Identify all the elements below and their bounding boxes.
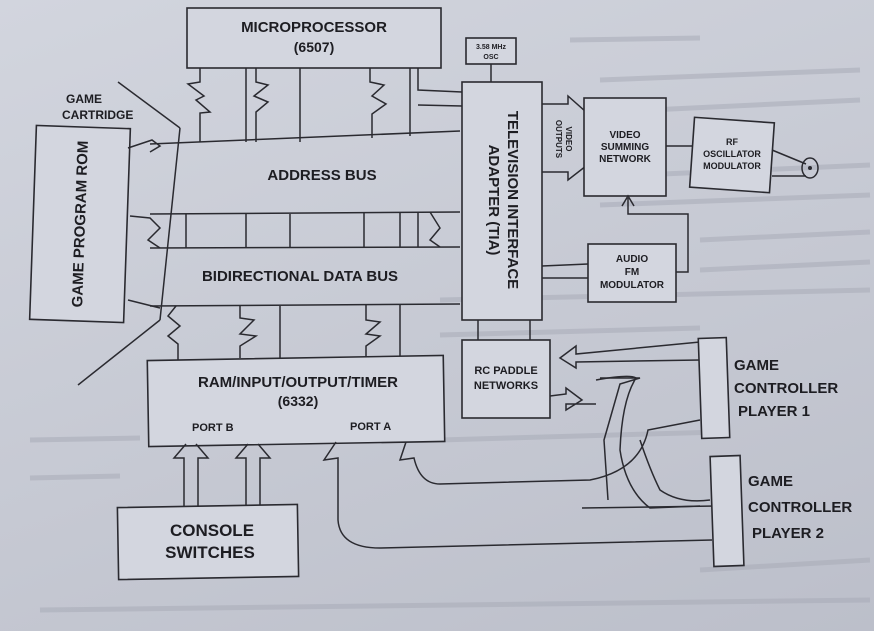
data-bus-top-line [149, 246, 461, 249]
cartridge-pointer-top [117, 81, 181, 129]
oscillator-frequency-label: 3.58 MHz [476, 44, 506, 51]
gc1-label-line3: PLAYER 1 [738, 403, 810, 420]
rf-label-line2: OSCILLATOR [703, 149, 761, 159]
video-summing-network-block [583, 97, 667, 197]
oscillator-abbr-label: OSC [483, 54, 498, 61]
microprocessor-part-label: (6507) [294, 39, 334, 55]
video-summing-label-line2: SUMMING [601, 142, 650, 153]
address-bus-top-line [149, 130, 461, 145]
microprocessor-block [186, 7, 442, 69]
video-summing-label-line3: NETWORK [599, 154, 651, 165]
tia-label-line2: ADAPTER (TIA) [485, 145, 502, 256]
tia-block [461, 81, 543, 321]
data-bus-bottom-line [149, 303, 461, 307]
port-a-wires [322, 419, 713, 549]
rf-modulator-block [688, 116, 776, 194]
game-cartridge-label-line1: GAME [66, 92, 102, 106]
video-outputs-label-line1: VIDEO [564, 127, 573, 152]
data-bus [149, 246, 461, 307]
cartridge-slot-edge [159, 127, 181, 321]
rf-label-line1: RF [726, 137, 738, 147]
microprocessor-label: MICROPROCESSOR [241, 19, 387, 36]
port-b-label: PORT B [192, 422, 234, 434]
game-controller-2-block [709, 454, 745, 568]
audio-label-line3: MODULATOR [600, 280, 665, 291]
cartridge-pointer-bottom [77, 319, 161, 386]
tia-rc-link [477, 320, 531, 340]
video-outputs-label-line2: OUTPUTS [554, 120, 563, 159]
console-label-line2: SWITCHES [165, 543, 255, 562]
address-bus-label: ADDRESS BUS [267, 167, 376, 184]
rc-label-line1: RC PADDLE [474, 365, 537, 377]
data-bus-label: BIDIRECTIONAL DATA BUS [202, 268, 398, 285]
rf-output-connector [771, 149, 819, 179]
game-cartridge-label-line2: CARTRIDGE [62, 108, 133, 122]
game-program-rom-label: GAME PROGRAM ROM [69, 140, 92, 307]
audio-connections [541, 194, 689, 279]
tia-label-line1: TELEVISION INTERFACE [504, 111, 521, 289]
data-bus-riot-arrows [166, 305, 401, 360]
audio-fm-modulator-block [587, 243, 677, 303]
bus-interconnect-arrows [185, 211, 441, 248]
riot-label-line2: (6332) [278, 393, 318, 409]
riot-label-line1: RAM/INPUT/OUTPUT/TIMER [198, 374, 398, 391]
gc1-label-line1: GAME [734, 357, 779, 374]
cartridge-bus-arrows [127, 139, 162, 309]
game-controller-1-block [697, 336, 731, 440]
video-outputs-arrow [542, 94, 587, 182]
address-bus-bottom-line [149, 211, 461, 215]
game-program-rom-block [28, 124, 132, 324]
rf-label-line3: MODULATOR [703, 161, 761, 171]
audio-label-line1: AUDIO [616, 254, 648, 265]
video-summing-label-line1: VIDEO [609, 130, 640, 141]
background-text-lines [29, 35, 871, 613]
paddle-connection-arrows [549, 341, 717, 509]
rc-paddle-networks-block [461, 339, 551, 419]
gc2-label-line1: GAME [748, 473, 793, 490]
audio-label-line2: FM [625, 267, 639, 278]
console-label-line1: CONSOLE [170, 521, 254, 540]
cpu-address-bus-arrows [186, 68, 463, 142]
rc-label-line2: NETWORKS [474, 380, 538, 392]
port-b-arrows [172, 443, 272, 508]
console-switches-block [116, 503, 300, 581]
gc2-label-line2: CONTROLLER [748, 499, 852, 516]
gc1-label-line2: CONTROLLER [734, 380, 838, 397]
port-a-label: PORT A [350, 421, 391, 433]
riot-block [146, 354, 446, 448]
address-bus [149, 130, 461, 215]
gc2-label-line3: PLAYER 2 [752, 525, 824, 542]
